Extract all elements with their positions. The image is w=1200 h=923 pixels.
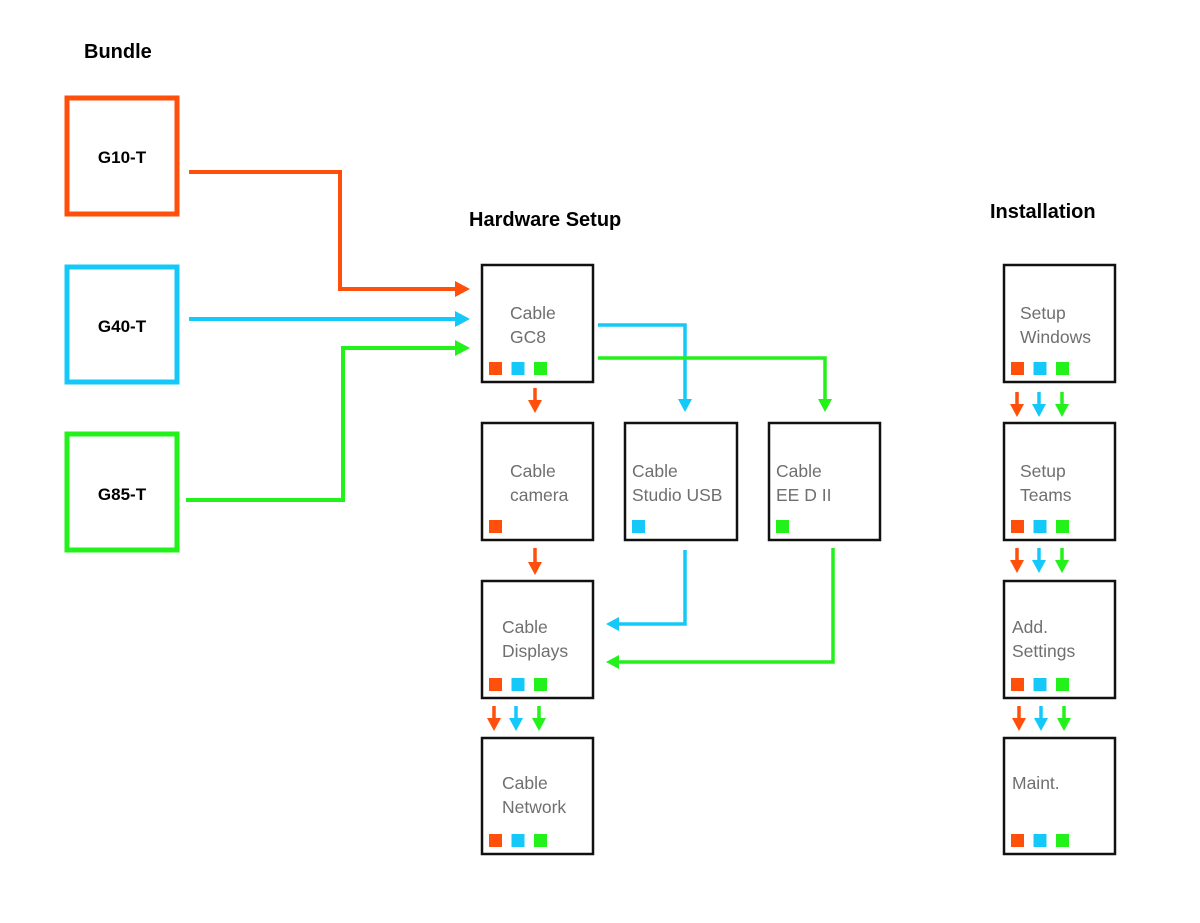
bundle-box-g40[interactable] [64, 264, 180, 385]
arrowhead-settings-to-maint-g10 [1012, 718, 1026, 731]
step-label-line: Cable [502, 617, 548, 637]
bundle-marker-g10 [1011, 678, 1024, 691]
arrowhead-settings-to-maint-g40 [1034, 718, 1048, 731]
step-label-line: Cable [632, 461, 678, 481]
arrowhead-ee-d-ii-to-displays [606, 655, 619, 669]
step-label-line: Displays [502, 641, 568, 661]
hardware-setup-title: Hardware Setup [469, 209, 621, 231]
arrowhead-gc8-to-studio-usb [678, 399, 692, 412]
arrowhead-g40-to-gc8 [455, 311, 470, 327]
installation-title: Installation [990, 201, 1096, 223]
bundle-marker-g40 [511, 362, 525, 375]
connector-g10-to-gc8 [189, 170, 457, 291]
arrowhead-teams-to-settings-g85 [1055, 560, 1069, 573]
bundle-marker-g40 [1033, 834, 1047, 847]
step-add-settings[interactable]: Add. Settings [1002, 579, 1117, 700]
step-label-line: Settings [1012, 641, 1075, 661]
connector-gc8-to-ee-d-ii [598, 356, 827, 400]
bundle-marker-g10 [1011, 834, 1024, 847]
arrowhead-g85-to-gc8 [455, 340, 470, 356]
bundle-marker-g40 [1033, 362, 1047, 375]
step-label-line: Cable [776, 461, 822, 481]
arrowhead-camera-to-displays [528, 562, 542, 575]
arrowhead-gc8-to-ee-d-ii [818, 399, 832, 412]
connector-ee-d-ii-to-displays [618, 548, 835, 664]
step-label-line: Cable [502, 773, 548, 793]
arrowhead-studio-usb-to-displays [606, 617, 619, 631]
bundle-title: Bundle [84, 41, 152, 63]
step-label-line: Setup [1020, 303, 1066, 323]
bundle-marker-g40 [511, 678, 525, 691]
bundle-marker-g10 [489, 678, 502, 691]
step-label-line: Cable [510, 461, 556, 481]
bundle-marker-g85 [1056, 520, 1069, 533]
connector-studio-usb-to-displays [618, 550, 687, 626]
connector-gc8-to-studio-usb [598, 323, 687, 400]
step-label-line: camera [510, 485, 569, 505]
bundle-marker-g85 [534, 678, 547, 691]
bundle-marker-g85 [776, 520, 789, 533]
step-label-line: Setup [1020, 461, 1066, 481]
bundle-marker-g40 [1033, 520, 1047, 533]
bundle-marker-g10 [1011, 520, 1024, 533]
bundle-marker-g85 [1056, 834, 1069, 847]
bundle-label-g10: G10-T [98, 148, 147, 167]
bundle-box-g85[interactable] [64, 431, 180, 553]
bundle-label-g85: G85-T [98, 485, 147, 504]
arrowhead-windows-to-teams-g40 [1032, 404, 1046, 417]
bundle-marker-g85 [1056, 678, 1069, 691]
arrowhead-displays-to-network-g10 [487, 718, 501, 731]
bundle-marker-g10 [489, 520, 502, 533]
step-label-line: Network [502, 797, 566, 817]
arrowhead-teams-to-settings-g40 [1032, 560, 1046, 573]
bundle-marker-g85 [534, 834, 547, 847]
arrowhead-gc8-to-camera [528, 400, 542, 413]
arrowhead-windows-to-teams-g85 [1055, 404, 1069, 417]
step-label-line: Studio USB [632, 485, 722, 505]
bundle-marker-g10 [489, 362, 502, 375]
step-label-line: Maint. [1012, 773, 1060, 793]
bundle-marker-g10 [489, 834, 502, 847]
bundle-g85[interactable]: G85-T [64, 431, 180, 553]
step-label-line: EE D II [776, 485, 831, 505]
step-label-line: Teams [1020, 485, 1072, 505]
bundle-g10[interactable]: G10-T [64, 95, 180, 217]
step-label-line: Add. [1012, 617, 1048, 637]
arrowhead-displays-to-network-g85 [532, 718, 546, 731]
bundle-marker-g40 [632, 520, 645, 533]
bundle-g40[interactable]: G40-T [64, 264, 180, 385]
bundle-label-g40: G40-T [98, 317, 147, 336]
arrowhead-g10-to-gc8 [455, 281, 470, 297]
bundle-column: G10-T G40-T G85-T [64, 95, 180, 553]
step-label-line: Cable [510, 303, 556, 323]
bundle-marker-g40 [1033, 678, 1047, 691]
arrowhead-windows-to-teams-g10 [1010, 404, 1024, 417]
arrowhead-settings-to-maint-g85 [1057, 718, 1071, 731]
connector-g85-to-gc8 [186, 346, 457, 502]
bundle-marker-g40 [511, 834, 525, 847]
arrowhead-displays-to-network-g40 [509, 718, 523, 731]
connectors [186, 170, 1071, 731]
bundle-marker-g85 [534, 362, 547, 375]
step-label-line: GC8 [510, 327, 546, 347]
bundle-marker-g85 [1056, 362, 1069, 375]
bundle-box-g10[interactable] [64, 95, 180, 217]
arrowhead-teams-to-settings-g10 [1010, 560, 1024, 573]
step-cable-camera[interactable]: Cable camera [480, 421, 595, 542]
step-label-line: Windows [1020, 327, 1091, 347]
step-cable-ee-d-ii[interactable]: Cable EE D II [767, 421, 882, 542]
step-maint[interactable]: Maint. [1002, 736, 1117, 856]
bundle-marker-g10 [1011, 362, 1024, 375]
